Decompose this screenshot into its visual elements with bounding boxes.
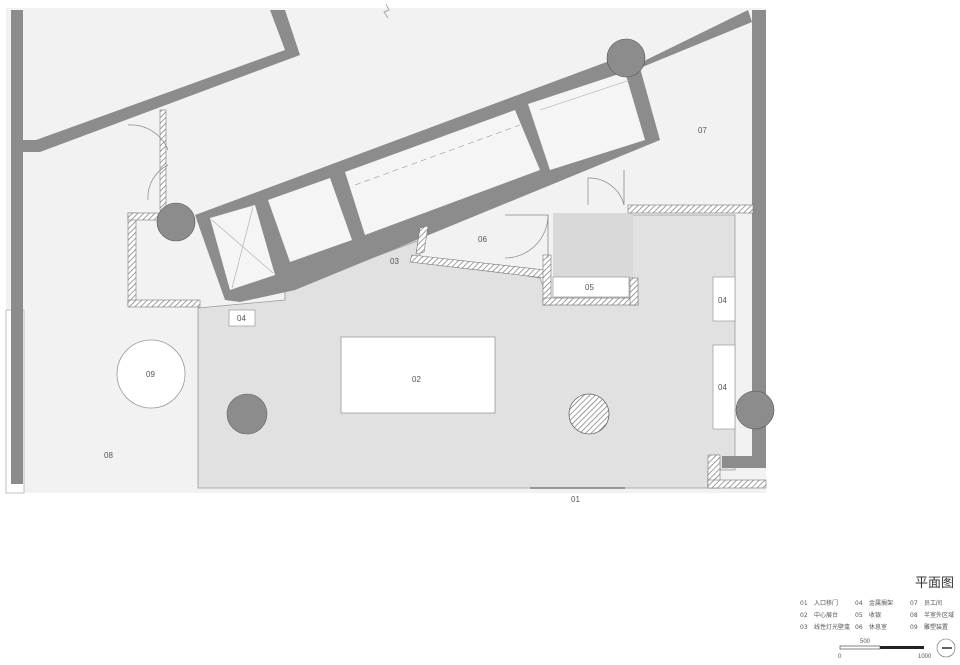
label-03: 03: [390, 257, 399, 266]
column-left: [156, 202, 196, 242]
hatch-wall-left-c: [127, 212, 159, 221]
room-cell-4: [528, 72, 645, 170]
column-right: [735, 390, 775, 430]
scale-bar: 500 0 1000: [838, 638, 956, 660]
cashier-counter-05: [552, 276, 630, 298]
room-cell-4-line: [539, 79, 631, 111]
scale-end-label: 1000: [918, 654, 932, 660]
hatch-wall-top-left: [159, 109, 167, 211]
shelf-04-right-bottom: [712, 344, 736, 430]
column-floor-right: [568, 393, 610, 435]
column-top: [606, 38, 646, 78]
label-04-left: 04: [237, 314, 246, 323]
label-05: 05: [585, 283, 594, 292]
door-swing-07: [587, 177, 625, 206]
label-07: 07: [698, 126, 707, 135]
shelf-04-right-top: [712, 276, 736, 322]
diagonal-wall: [640, 10, 752, 68]
hatch-wall-left-a: [127, 212, 137, 306]
drawing-title: 平面图: [914, 576, 954, 591]
scale-mid-label: 500: [860, 639, 871, 645]
label-04-right-bottom: 04: [718, 383, 727, 392]
label-04-right-top: 04: [718, 296, 727, 305]
hatch-wall-right-bottom-2: [707, 479, 767, 489]
hatch-wall-05-b: [542, 297, 639, 306]
label-08: 08: [104, 451, 113, 460]
hatch-wall-right-top: [627, 204, 754, 214]
right-wall: [722, 10, 766, 468]
scale-segment-black: [880, 646, 924, 649]
label-01: 01: [571, 495, 580, 504]
column-floor-left: [226, 393, 268, 435]
label-02: 02: [412, 375, 421, 384]
break-mark: [383, 3, 390, 19]
room-cell-3: [345, 110, 540, 235]
room-cell-1-x2: [231, 206, 254, 289]
shelf-04-left: [228, 309, 256, 327]
door-swing-left: [127, 124, 169, 151]
hatch-wall-left-b: [127, 299, 201, 308]
sculpture-09: [116, 339, 186, 409]
door-swing-left-2: [147, 164, 169, 201]
hatch-wall-05-a: [542, 254, 552, 306]
scale-start-label: 0: [838, 654, 842, 660]
left-wall: [11, 10, 23, 484]
room-cell-2: [268, 178, 352, 262]
hatch-wall-03: [415, 225, 429, 255]
center-display-02: [340, 336, 496, 414]
label-06: 06: [478, 235, 487, 244]
hatch-wall-05-c: [629, 277, 639, 306]
scale-segment-white: [839, 645, 881, 650]
label-09: 09: [146, 370, 155, 379]
